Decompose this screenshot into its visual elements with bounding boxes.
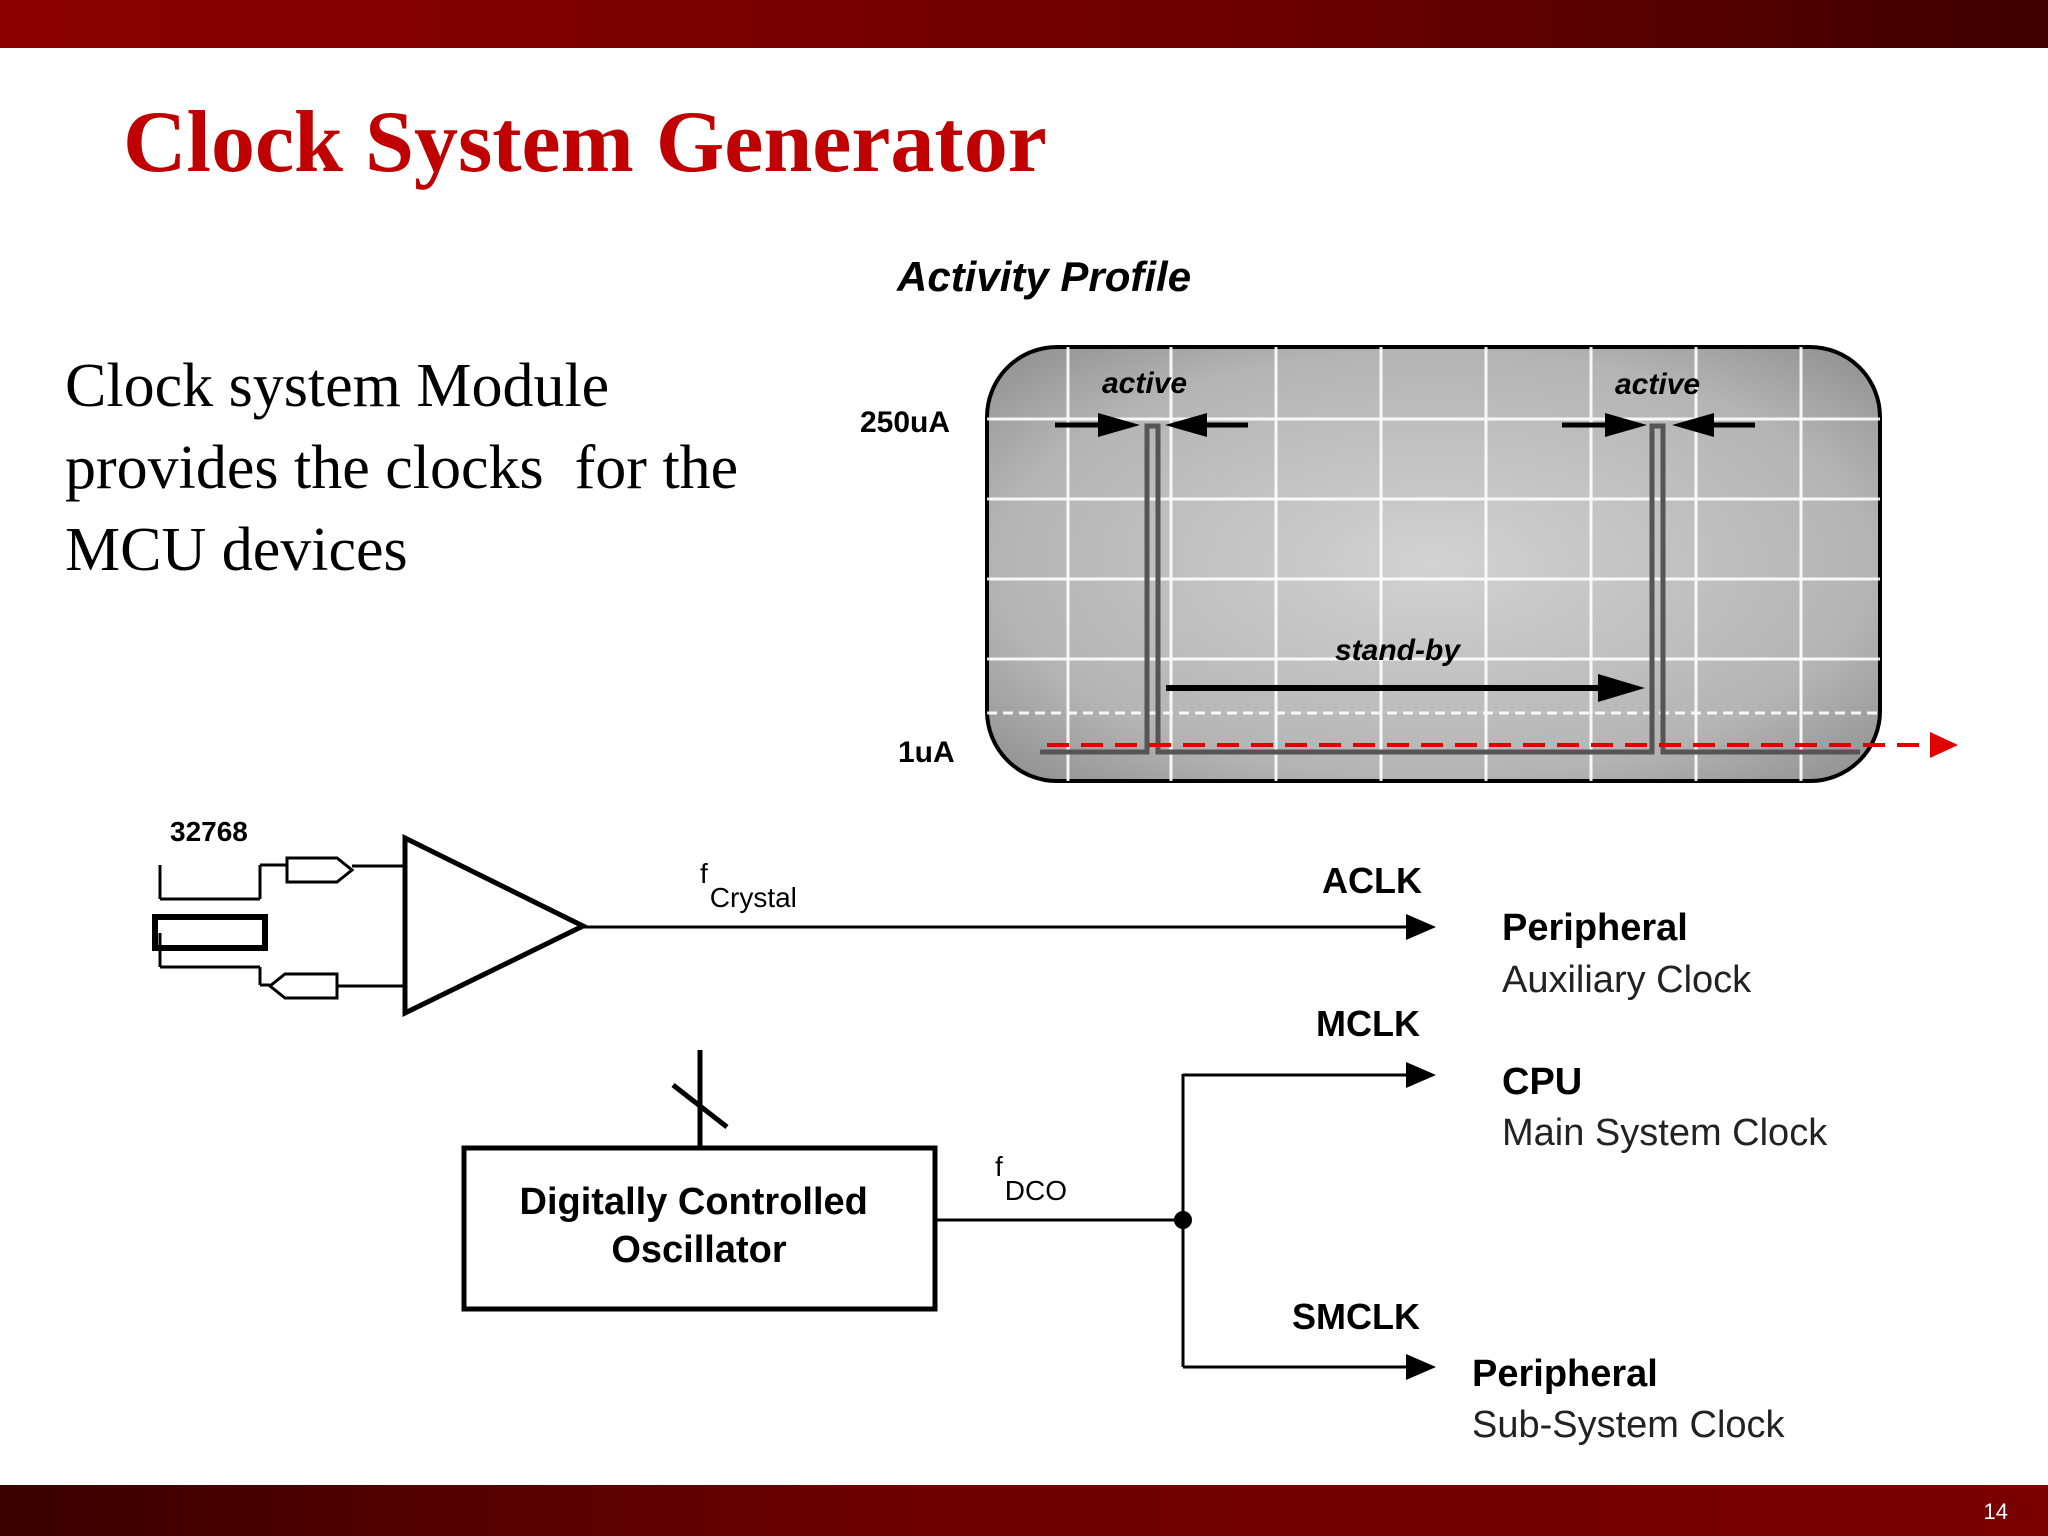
time-axis-dashed-arrow [1047,732,1958,758]
dco-block [461,1145,938,1312]
smclk-description: Sub-System Clock [1472,1404,1786,1446]
body-text: Clock system Module provides the clocks … [65,345,845,591]
body-line-2: provides the clocks for the [65,434,739,502]
active-marker-arrows-1 [1055,413,1248,437]
standby-label: stand-by [1335,634,1461,667]
smclk-arrow-head [1406,1354,1436,1380]
active-label-1: active [1102,367,1187,400]
dco-block-label: Digitally Controlled Oscillator [520,1181,879,1271]
crystal-icon [152,865,268,985]
f-dco-label: fDCO [995,1151,1067,1206]
standby-arrow [1166,674,1645,702]
current-waveform [1040,423,1860,755]
active-marker-arrows-2 [1562,413,1755,437]
active-label-2: active [1615,368,1700,401]
aclk-label: ACLK [1322,860,1422,901]
activity-profile-title: Activity Profile [896,253,1191,300]
mclk-label: MCLK [1316,1003,1420,1044]
f-crystal-label: fCrystal [700,858,797,913]
slide-number: 14 [1983,1499,2008,1524]
mclk-description: Main System Clock [1502,1112,1828,1154]
body-line-3: MCU devices [65,516,408,584]
mclk-target: CPU [1502,1061,1582,1103]
crystal-pin-connectors [260,856,405,1000]
activity-panel [985,345,1882,783]
level-high-label: 250uA [860,406,950,439]
bottom-banner-bar: 14 [0,1485,2048,1536]
oscillator-amplifier-icon [402,833,589,1018]
mclk-arrow-head [1406,1062,1436,1088]
smclk-target: Peripheral [1472,1353,1658,1395]
crystal-frequency-label: 32768 [170,816,248,847]
dco-bus-slash-icon [671,1083,729,1129]
aclk-arrow-head [1406,914,1436,940]
activity-grid [987,347,1880,781]
top-banner-bar [0,0,2048,48]
aclk-description: Auxiliary Clock [1502,959,1752,1001]
smclk-label: SMCLK [1292,1296,1420,1337]
clock-system-diagram: 32768 fCrystal ACLK Peripheral A [152,816,1828,1446]
slide-title: Clock System Generator [123,94,1047,191]
aclk-target: Peripheral [1502,907,1688,949]
body-line-1: Clock system Module [65,352,610,420]
level-low-label: 1uA [898,736,955,769]
activity-profile-chart: Activity Profile 250uA 1uA active active… [860,253,1958,783]
